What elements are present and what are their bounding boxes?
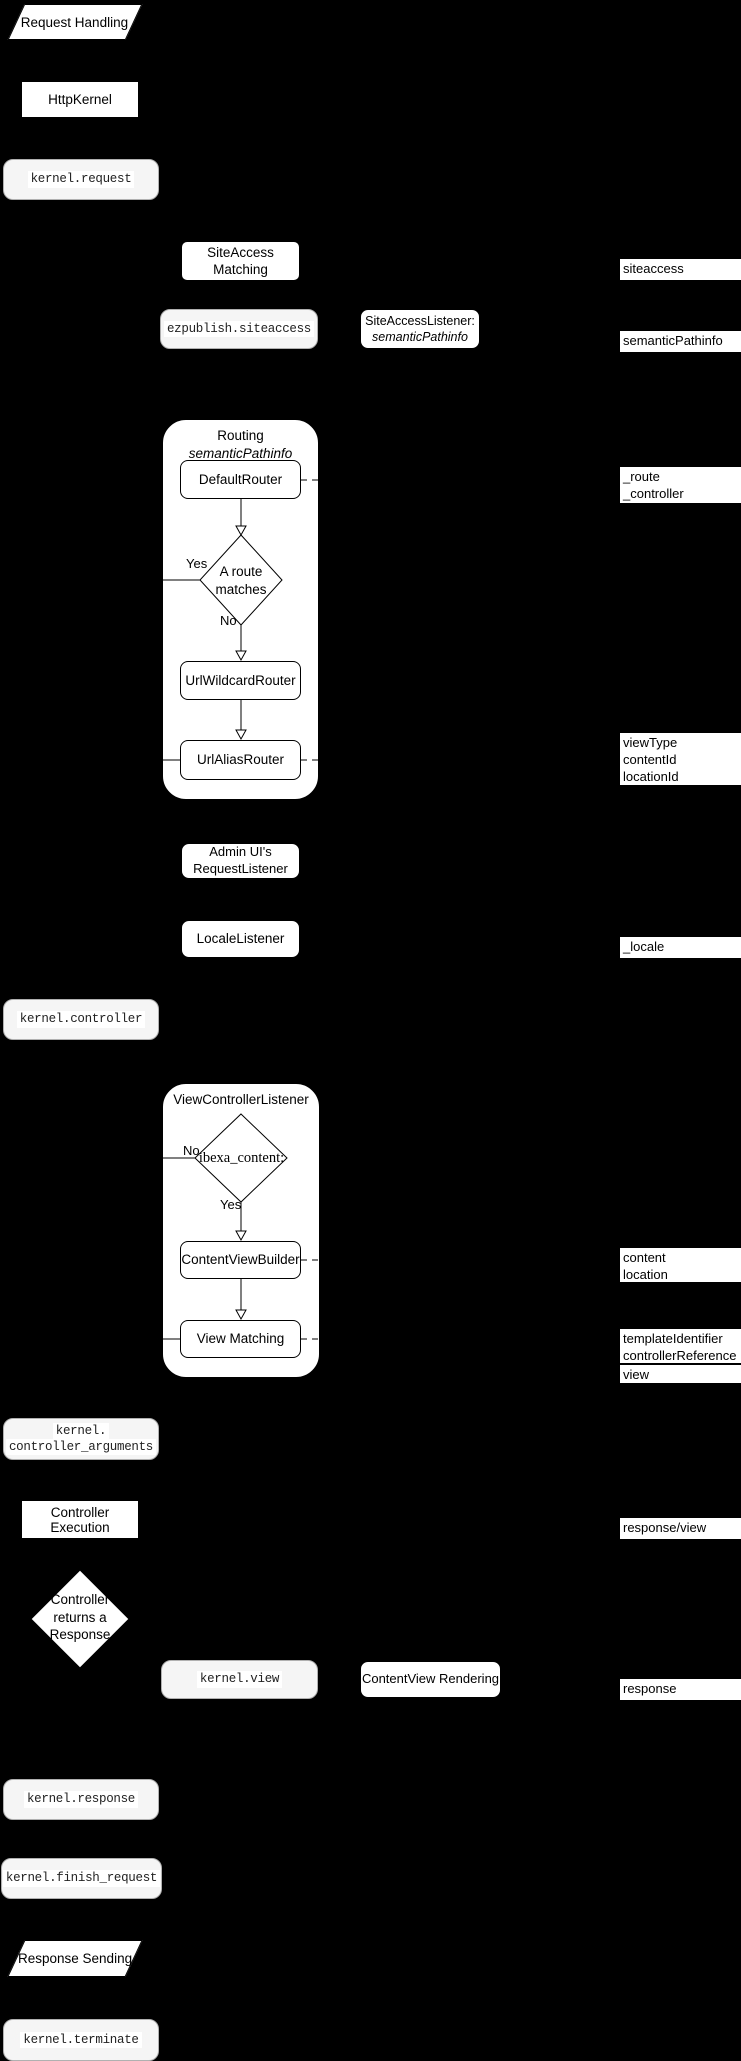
node-http-kernel: HttpKernel — [21, 81, 139, 118]
node-admin-ui-line1: Admin UI's — [209, 844, 272, 860]
decision-controller-returns-line1: Controller — [50, 1592, 110, 1607]
side-label-response: response — [620, 1679, 741, 1700]
side-label-contentid: contentId — [623, 752, 677, 767]
event-kernel-response: kernel.response — [3, 1779, 159, 1820]
node-view-matching-label: View Matching — [196, 1331, 285, 1347]
node-http-kernel-label: HttpKernel — [48, 92, 112, 107]
event-ezpublish-siteaccess: ezpublish.siteaccess — [160, 309, 318, 349]
node-siteaccess-matching-label: SiteAccess Matching — [207, 244, 274, 277]
event-kernel-controller-arguments-line1: kernel. — [52, 1422, 110, 1439]
group-vcl-title: ViewControllerListener — [166, 1091, 316, 1109]
side-label-viewtype: viewType — [623, 735, 678, 750]
node-response-sending-label: Response Sending — [17, 1951, 133, 1966]
event-kernel-view: kernel.view — [161, 1660, 318, 1699]
node-contentview-rendering: ContentView Rendering — [360, 1661, 501, 1698]
side-label-locale: _locale — [620, 937, 741, 958]
event-kernel-controller-label: kernel.controller — [16, 1011, 146, 1028]
side-label-controller: _controller — [623, 486, 684, 501]
event-kernel-view-label: kernel.view — [196, 1671, 283, 1688]
side-label-semantic-pathinfo: semanticPathinfo — [620, 331, 741, 352]
node-siteaccess-listener-line1: SiteAccessListener: — [365, 314, 475, 328]
start-node-label: Request Handling — [21, 14, 129, 30]
decision-route-line2: matches — [215, 581, 267, 597]
event-ezpublish-siteaccess-label: ezpublish.siteaccess — [163, 320, 315, 338]
group-vcl-title-text: ViewControllerListener — [173, 1092, 309, 1107]
side-label-content: content — [623, 1250, 666, 1265]
side-label-route-controller: _route _controller — [620, 467, 741, 503]
group-routing-title-prefix: Routing — [217, 428, 264, 443]
node-siteaccess-matching: SiteAccess Matching — [181, 241, 300, 281]
node-response-sending: Response Sending — [7, 1940, 143, 1977]
arrowhead-into-route-decision — [235, 525, 247, 537]
node-default-router-label: DefaultRouter — [198, 471, 283, 487]
decision-controller-returns-line3: Response — [49, 1627, 111, 1643]
decision-a-route-matches-text: A route matches — [203, 563, 279, 598]
branch-label-yes-route: Yes — [186, 556, 208, 571]
event-kernel-request: kernel.request — [3, 159, 159, 200]
event-kernel-controller-arguments: kernel. controller_arguments — [3, 1418, 159, 1460]
node-locale-listener: LocaleListener — [181, 920, 300, 958]
diamond-controller-returns-response — [30, 1569, 130, 1669]
node-view-matching: View Matching — [180, 1320, 301, 1358]
side-label-route: _route — [623, 469, 660, 484]
arrowhead-into-urlwildcard — [235, 650, 247, 662]
side-label-template-identifier: templateIdentifier — [623, 1331, 723, 1346]
decision-ibexa-content-text: ibexa_content: — [196, 1149, 287, 1168]
group-routing-title-italic: semanticPathinfo — [188, 445, 293, 461]
event-kernel-controller: kernel.controller — [3, 999, 159, 1040]
node-content-view-builder: ContentViewBuilder — [180, 1241, 301, 1279]
arrowhead-into-urlalias — [235, 729, 247, 741]
side-label-view: view — [620, 1365, 741, 1383]
node-locale-listener-label: LocaleListener — [196, 931, 285, 947]
node-siteaccess-listener: SiteAccessListener: semanticPathinfo — [360, 309, 480, 349]
decision-controller-returns-line2: returns a — [53, 1609, 107, 1625]
node-default-router: DefaultRouter — [180, 460, 301, 499]
branch-label-no-route: No — [220, 613, 237, 628]
side-label-siteaccess: siteaccess — [620, 259, 741, 280]
arrowhead-into-contentviewbuilder — [235, 1230, 247, 1242]
side-label-view-params: viewType contentId locationId — [620, 733, 741, 785]
branch-label-yes-ibexa: Yes — [220, 1197, 242, 1212]
node-siteaccess-listener-line2: semanticPathinfo — [372, 330, 468, 344]
event-kernel-terminate: kernel.terminate — [3, 2019, 159, 2061]
node-admin-ui-request-listener: Admin UI's RequestListener — [181, 843, 300, 879]
side-label-response-view: response/view — [620, 1518, 741, 1539]
event-kernel-controller-arguments-line2: controller_arguments — [5, 1439, 157, 1456]
node-admin-ui-line2: RequestListener — [193, 861, 288, 876]
event-kernel-terminate-label: kernel.terminate — [20, 2031, 142, 2049]
event-kernel-request-label: kernel.request — [27, 171, 135, 188]
decision-ibexa-content-label: ibexa_content: — [198, 1150, 285, 1166]
arrowhead-into-viewmatching — [235, 1309, 247, 1321]
node-url-alias-router-label: UrlAliasRouter — [196, 752, 285, 768]
branch-label-no-ibexa: No — [183, 1143, 200, 1158]
event-kernel-finish-request: kernel.finish_request — [1, 1858, 162, 1899]
node-contentview-rendering-label: ContentView Rendering — [361, 1671, 500, 1687]
side-label-content-location: content location — [620, 1248, 741, 1282]
event-kernel-finish-request-label: kernel.finish_request — [2, 1870, 161, 1887]
side-label-template-controller: templateIdentifier controllerReference — [620, 1329, 741, 1363]
start-node-request-handling: Request Handling — [7, 4, 143, 40]
side-label-location: location — [623, 1267, 668, 1282]
event-kernel-response-label: kernel.response — [23, 1791, 139, 1808]
side-label-locationid: locationId — [623, 769, 679, 784]
node-controller-execution: Controller Execution — [21, 1500, 139, 1539]
node-content-view-builder-label: ContentViewBuilder — [181, 1252, 300, 1268]
node-url-wildcard-router: UrlWildcardRouter — [180, 661, 301, 700]
node-url-wildcard-router-label: UrlWildcardRouter — [185, 672, 296, 688]
side-label-controller-reference: controllerReference — [623, 1348, 737, 1363]
decision-controller-returns-text: Controller returns a Response — [35, 1591, 125, 1644]
decision-route-line1: A route — [219, 564, 263, 579]
node-controller-execution-label: Controller Execution — [50, 1504, 110, 1535]
node-url-alias-router: UrlAliasRouter — [180, 740, 301, 780]
